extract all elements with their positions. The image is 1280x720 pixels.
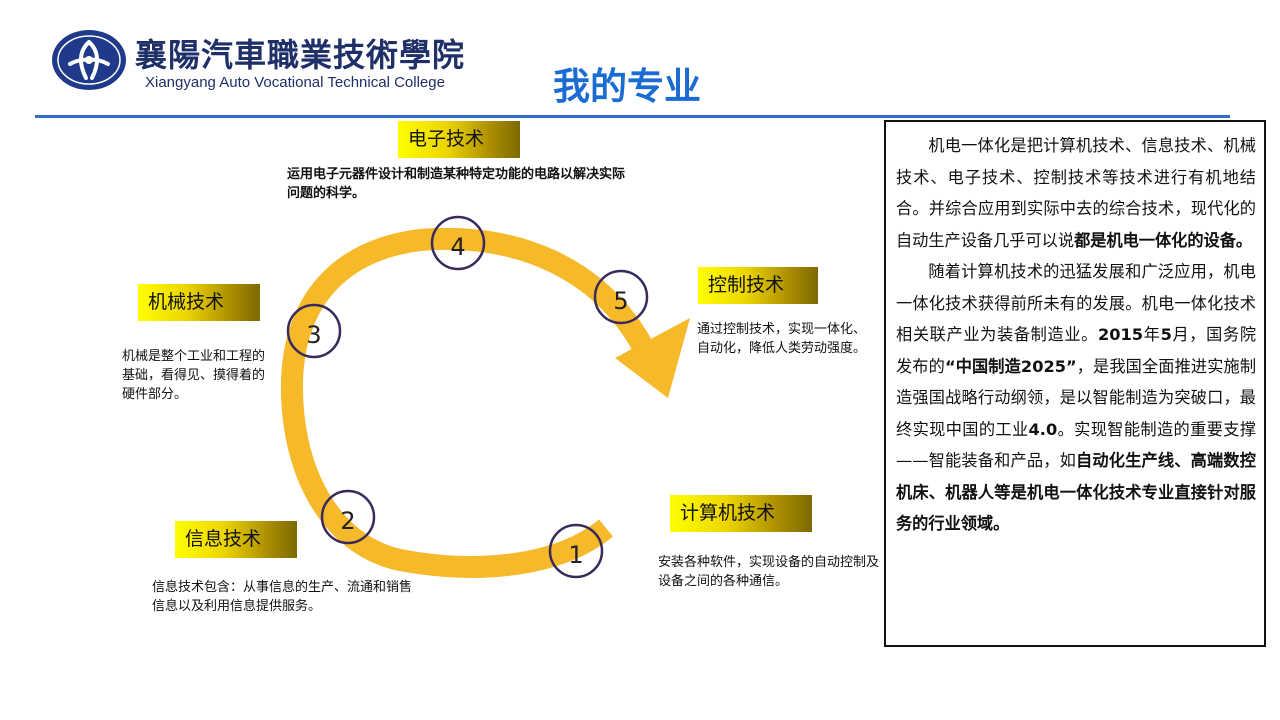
svg-text:4: 4 [450, 233, 465, 261]
cycle-number-2: 2 [320, 489, 376, 545]
cycle-number-5: 5 [593, 269, 649, 325]
tag-computer: 计算机技术 [670, 495, 812, 532]
desc-computer: 安装各种软件，实现设备的自动控制及设备之间的各种通信。 [658, 555, 880, 589]
article-paragraph-1: 机电一体化是把计算机技术、信息技术、机械技术、电子技术、控制技术等技术进行有机地… [896, 136, 1256, 250]
cycle-number-4: 4 [430, 215, 486, 271]
cycle-arrowhead [615, 318, 690, 398]
cycle-arrow [280, 228, 652, 578]
cycle-diagram: 1 2 3 4 5 [280, 215, 690, 579]
article-paragraph-2: 随着计算机技术的迅猛发展和广泛应用，机电一体化技术获得前所未有的发展。机电一体化… [896, 262, 1257, 533]
school-name-cn: 襄陽汽車職業技術學院 [135, 36, 466, 74]
svg-text:3: 3 [306, 321, 321, 349]
desc-control: 通过控制技术，实现一体化、自动化，降低人类劳动强度。 [697, 322, 867, 356]
svg-text:2: 2 [340, 507, 355, 535]
tag-mechanical: 机械技术 [138, 284, 260, 321]
svg-text:1: 1 [568, 541, 583, 569]
header-divider [35, 115, 1230, 118]
desc-mechanical: 机械是整个工业和工程的基础，看得见、摸得着的硬件部分。 [122, 349, 266, 402]
page-title: 我的专业 [553, 65, 701, 108]
svg-text:5: 5 [613, 287, 628, 315]
cycle-number-1: 1 [548, 523, 604, 579]
tag-control: 控制技术 [698, 267, 818, 304]
tag-information: 信息技术 [175, 521, 297, 558]
article-textbox: 机电一体化是把计算机技术、信息技术、机械技术、电子技术、控制技术等技术进行有机地… [884, 120, 1266, 647]
tag-electronics: 电子技术 [398, 121, 520, 158]
desc-information: 信息技术包含：从事信息的生产、流通和销售信息以及利用信息提供服务。 [152, 580, 413, 614]
school-name-en: Xiangyang Auto Vocational Technical Coll… [145, 74, 445, 91]
college-emblem-icon [52, 30, 126, 90]
desc-electronics: 运用电子元器件设计和制造某种特定功能的电路以解决实际问题的科学。 [287, 167, 626, 201]
cycle-number-3: 3 [286, 303, 342, 359]
